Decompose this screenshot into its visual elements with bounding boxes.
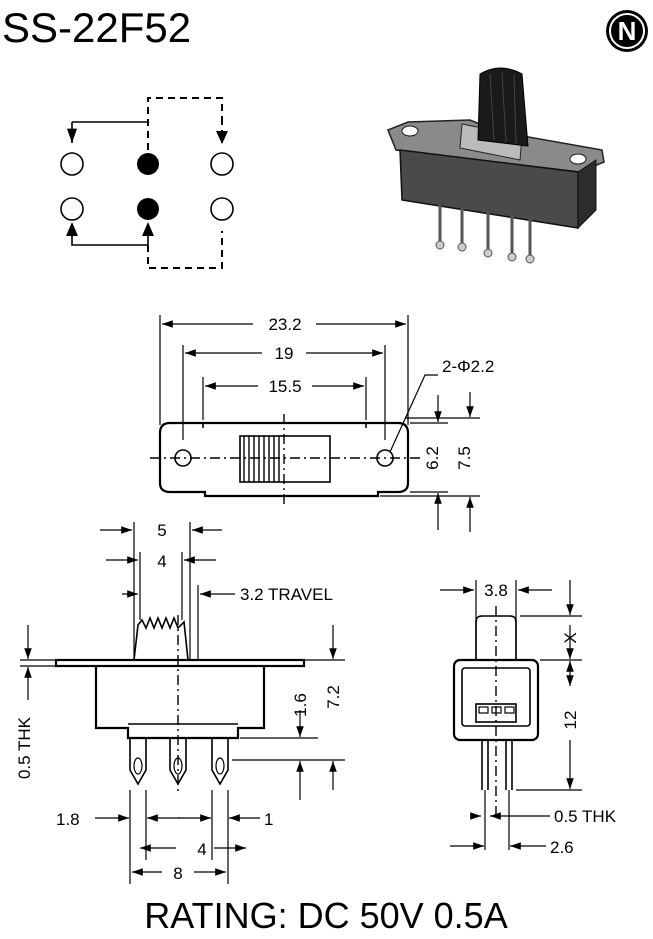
- dim-flange-width: 7.5: [455, 446, 474, 470]
- contact-open: [60, 197, 84, 221]
- dim-side-body-height: 12: [561, 711, 580, 730]
- slider-knob: [239, 435, 331, 483]
- n-logo-icon: [606, 10, 648, 52]
- top-view: 23.2 19 15.5 2-Φ2.2: [150, 315, 494, 532]
- dim-travel: 3.2 TRAVEL: [240, 585, 333, 604]
- dim-edge-offset: 1.8: [56, 810, 80, 829]
- dim-side-actuator-width: 3.8: [484, 581, 508, 600]
- dim-pin-thickness: 0.5 THK: [554, 807, 617, 826]
- contact-open: [60, 152, 84, 176]
- product-illustration: [387, 67, 605, 264]
- manufacturer-logo: N: [606, 10, 648, 52]
- rating-text: RATING: DC 50V 0.5A: [144, 895, 507, 936]
- dim-body-width: 6.2: [423, 446, 442, 470]
- dim-body-height: 7.2: [324, 685, 343, 709]
- contact-common: [137, 153, 159, 175]
- dim-plate-thickness: 0.5 THK: [15, 716, 34, 779]
- dim-overall-length: 23.2: [268, 315, 301, 334]
- dim-pin-span: 8: [173, 864, 182, 883]
- part-number-title: SS-22F52: [2, 4, 191, 51]
- dim-side-actuator-height: X: [561, 632, 580, 643]
- dim-body-length: 15.5: [268, 377, 301, 396]
- contact-open: [210, 152, 234, 176]
- dim-pin-offset: 1: [264, 810, 273, 829]
- dim-actuator-width: 5: [157, 521, 166, 540]
- front-view: 5 4 3.2 TRAVEL: [15, 521, 345, 884]
- dim-actuator-inner: 4: [157, 552, 166, 571]
- dim-pin-pitch: 4: [197, 840, 206, 859]
- dim-hole-spacing: 19: [275, 344, 294, 363]
- contact-common: [137, 198, 159, 220]
- dim-hole-callout: 2-Φ2.2: [442, 357, 494, 376]
- side-view: 3.8 X 12 0.5 THK 2.6: [440, 580, 617, 857]
- logo-letter: N: [618, 16, 637, 46]
- circuit-schematic: [60, 97, 234, 269]
- dim-pin-length: 1.6: [291, 693, 310, 717]
- contact-open: [210, 197, 234, 221]
- dim-pin-spacing: 2.6: [550, 838, 574, 857]
